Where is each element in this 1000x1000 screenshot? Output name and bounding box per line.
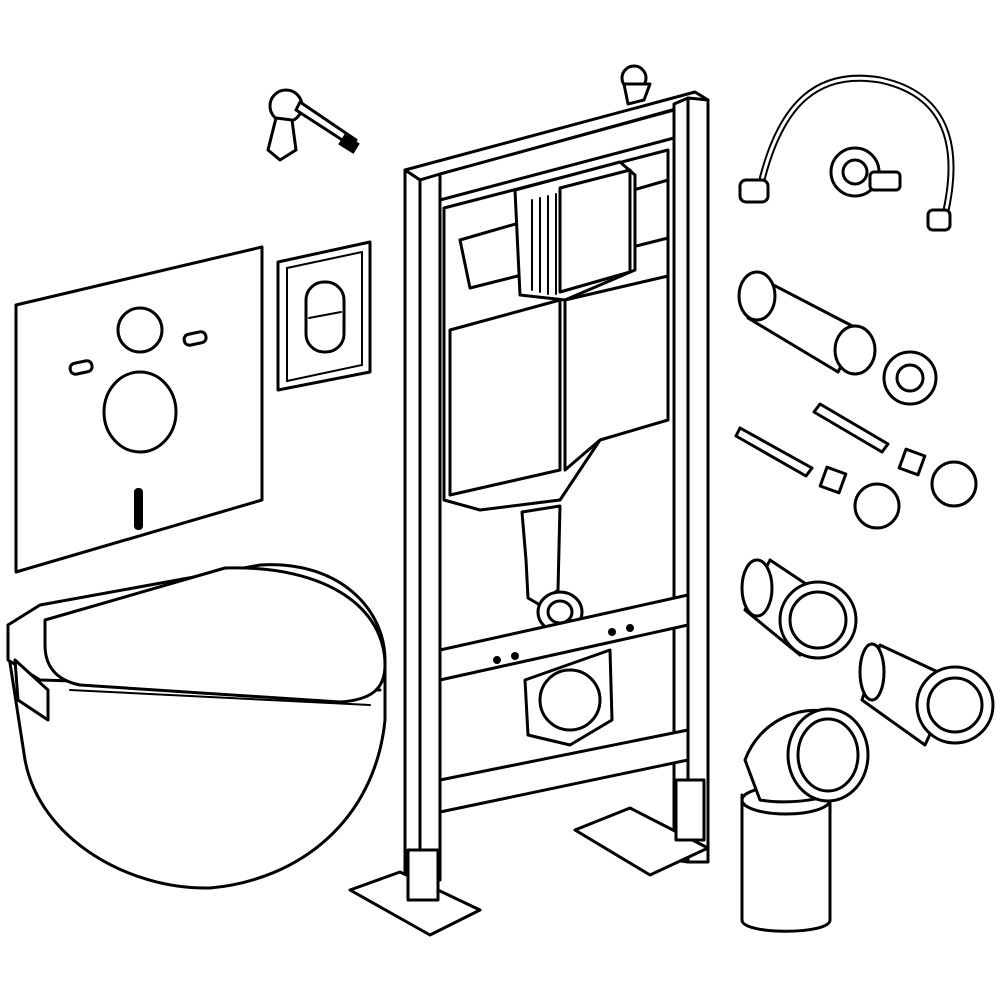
actuator-grille [531,193,557,295]
pan-connector-straight [740,558,858,660]
flush-pipe [737,270,938,406]
wall-bracket-left [266,88,360,162]
flush-plate [276,240,372,392]
supply-hose [738,74,955,232]
installation-frame [348,90,710,937]
pan-connector-short [858,642,995,747]
insulation-mat [14,245,264,574]
pan-connector-bend [740,707,870,933]
fixing-bolts [734,402,978,530]
wall-bracket-right [620,64,652,106]
wall-hung-toilet [6,563,387,890]
